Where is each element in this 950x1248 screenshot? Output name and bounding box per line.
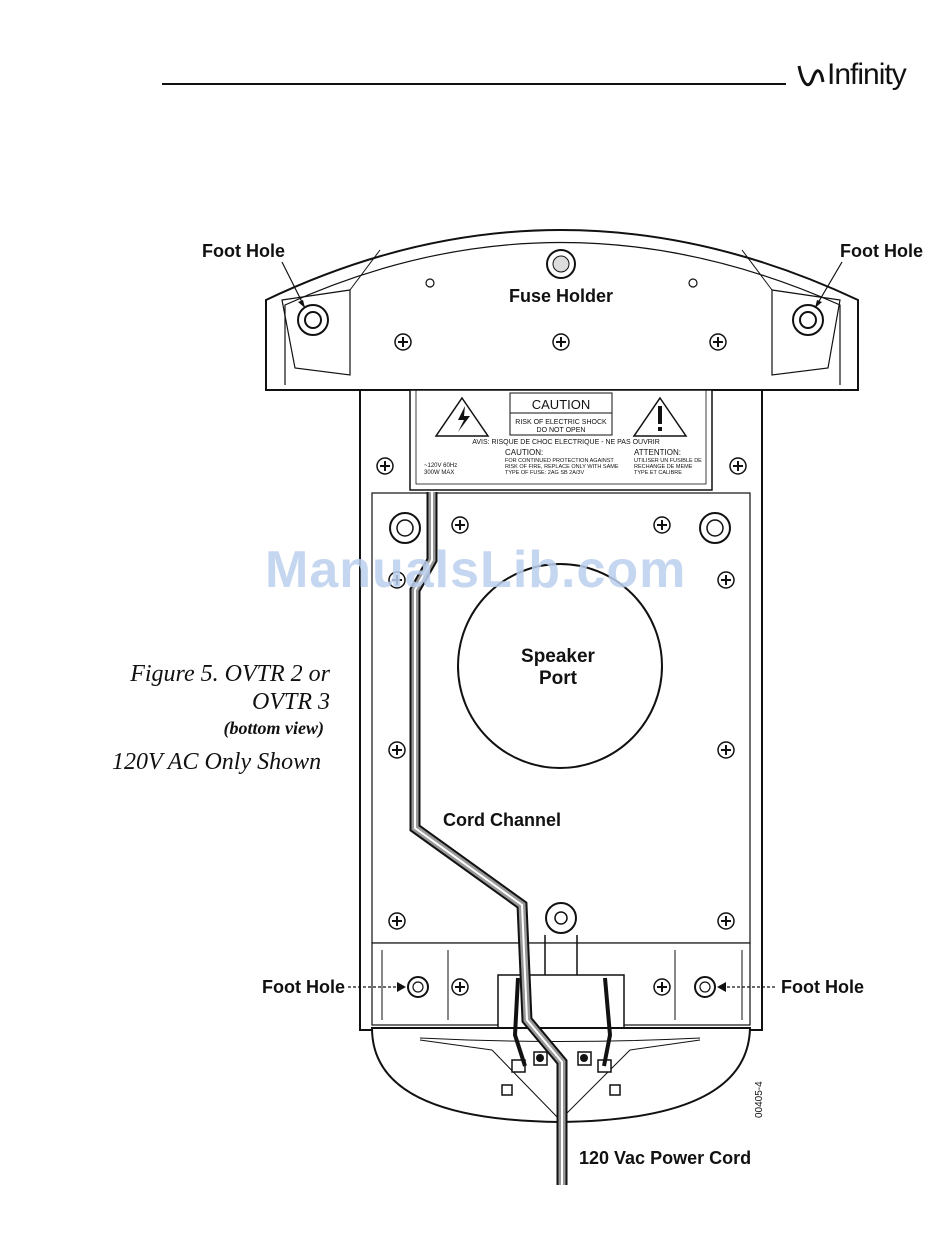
figure-caption-line1: Figure 5. OVTR 2 or [130,661,330,687]
terminal-icon [609,1084,621,1096]
rating-line1: ~120V 60Hz [424,463,457,469]
caution2-line3: TYPE OF FUSE: 2AG SB 2A/3V [505,470,584,476]
screw-icon [717,741,735,759]
infinity-logo-icon [797,65,825,87]
figure-caption-subtitle: (bottom view) [223,718,324,738]
caution-line2: DO NOT OPEN [537,427,586,434]
attention-line2: RECHANGE DE MEME [634,464,693,470]
caution-box [509,392,613,436]
speaker-port [457,563,663,769]
screw-icon [709,333,727,351]
screw-icon [653,516,671,534]
attention-title: ATTENTION: [634,448,681,457]
terminal-icon [533,1051,548,1066]
caution-title: CAUTION [532,397,591,412]
label-foot-hole-top-right: Foot Hole [840,241,923,261]
label-foot-hole-bottom-right: Foot Hole [781,977,864,997]
screw-icon [653,978,671,996]
screw-icon [552,333,570,351]
screw-icon [717,571,735,589]
top-cap [265,229,859,391]
figure-caption-note: 120V AC Only Shown [112,749,322,775]
screw-icon [451,516,469,534]
leader-foot-hole-top-left [281,261,306,309]
figure-caption-line2: OVTR 3 [252,689,330,715]
attention-line3: TYPE ET CALIBRE [634,470,682,476]
label-foot-hole-top-left: Foot Hole [202,241,285,261]
screw-icon [717,912,735,930]
leader-foot-hole-top-right [814,261,843,309]
header-rule [162,83,786,85]
screw-icon [376,457,394,475]
screw-icon [451,978,469,996]
screw-icon [729,457,747,475]
logo-text: Infinity [827,58,907,91]
label-power-cord: 120 Vac Power Cord [579,1148,751,1168]
small-hole-right [688,278,698,288]
screw-icon [388,741,406,759]
attention-line1: UTILISER UN FUSIBLE DE [634,458,702,464]
rating-line2: 300W MAX [424,470,454,476]
screw-icon [388,912,406,930]
label-speaker-port-line2: Port [539,668,578,689]
terminal-icon [501,1084,513,1096]
label-speaker-port-line1: Speaker [521,646,596,667]
top-right-foot-recess [771,289,841,376]
caution2-line2: RISK OF FIRE, REPLACE ONLY WITH SAME [505,464,619,470]
label-fuse-holder: Fuse Holder [509,286,613,306]
label-foot-hole-bottom-left: Foot Hole [262,977,345,997]
caution2-title: CAUTION: [505,448,543,457]
top-left-foot-recess [281,289,351,376]
avis-line: AVIS: RISQUE DE CHOC ELECTRIQUE - NE PAS… [472,439,660,446]
wire-left [512,977,527,1067]
label-cord-channel: Cord Channel [443,810,561,830]
top-cap-inner [284,242,841,385]
wire-right [602,977,613,1067]
screw-icon [388,571,406,589]
part-number: 00405-4 [754,1081,765,1118]
caution2-line1: FOR CONTINUED PROTECTION AGAINST [505,458,614,464]
screw-icon [394,333,412,351]
terminal-icon [577,1051,592,1066]
watermark: ManualsLib.com [265,541,687,599]
caution-line1: RISK OF ELECTRIC SHOCK [515,419,607,426]
small-hole-left [425,278,435,288]
